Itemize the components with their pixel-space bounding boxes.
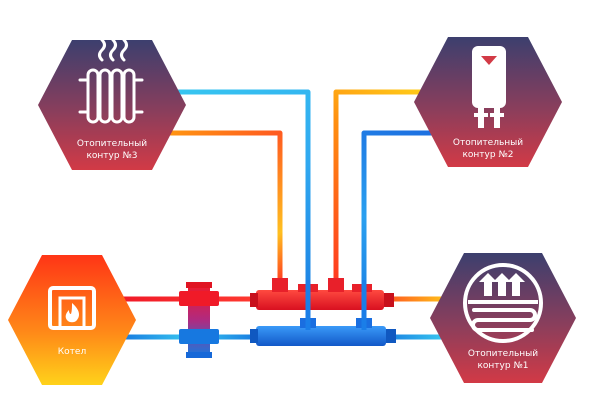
pipe-circuit3-return [158, 89, 311, 330]
pipe-circuit3-supply [158, 130, 283, 282]
pipe-circuit2-return [361, 130, 440, 330]
circuit1-label-line1: Отопительный [468, 349, 538, 359]
water-heater-icon [472, 46, 506, 128]
return-manifold [250, 318, 396, 346]
underfloor-heating-icon [463, 263, 543, 343]
node-heating-circuit-3: Отопительный контур №3 [38, 38, 186, 170]
supply-manifold [250, 278, 394, 310]
circuit3-label-line2: контур №3 [86, 151, 137, 161]
circuit1-label-line2: контур №1 [477, 361, 528, 371]
circuit2-label-line1: Отопительный [453, 138, 523, 148]
circuit2-label-line2: контур №2 [462, 150, 513, 160]
boiler-flame-icon [48, 286, 96, 330]
node-boiler: Котел [8, 255, 136, 385]
node-heating-circuit-2: Отопительный контур №2 [414, 37, 562, 167]
circuit3-label-line1: Отопительный [77, 139, 147, 149]
pipe-circuit2-supply [333, 89, 440, 282]
radiator-icon [78, 38, 144, 124]
boiler-label: Котел [58, 347, 86, 357]
node-heating-circuit-1: Отопительный контур №1 [430, 253, 576, 383]
hydraulic-separator-icon [179, 282, 219, 358]
